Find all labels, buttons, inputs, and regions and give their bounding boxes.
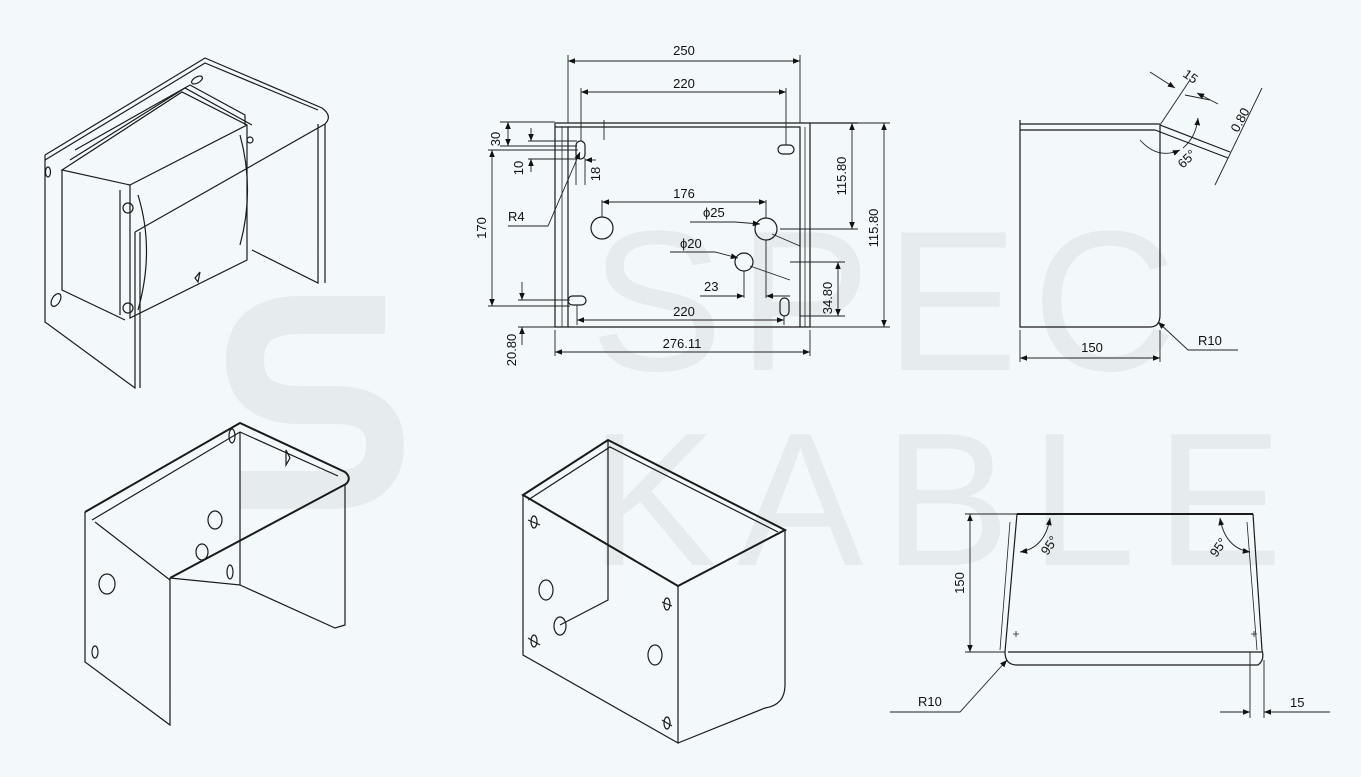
watermark-logo-icon bbox=[225, 296, 405, 509]
front-view: 250 220 30 10 18 R4 170 176 ϕ25 bbox=[474, 43, 890, 366]
side-flange: 15 bbox=[1180, 66, 1200, 87]
dim-top-slot-spacing: 220 bbox=[673, 76, 695, 91]
dim-hole-offset: 23 bbox=[704, 279, 718, 294]
bottom-flange: 15 bbox=[1290, 695, 1304, 710]
dim-top-offset: 30 bbox=[488, 132, 503, 146]
iso-view-shelf-right bbox=[521, 438, 788, 745]
watermark-spec: SPEC bbox=[590, 190, 1191, 413]
watermark: SPEC KABLE bbox=[225, 190, 1303, 606]
watermark-kable: KABLE bbox=[590, 394, 1303, 606]
side-angle: 65° bbox=[1175, 147, 1200, 172]
bottom-bend-radius: R10 bbox=[918, 694, 942, 709]
dim-right-total: 115.80 bbox=[866, 209, 881, 248]
dim-slot-radius: R4 bbox=[508, 209, 525, 224]
bottom-view: 95° 95° 150 R10 15 bbox=[890, 513, 1330, 718]
dim-overall-width: 250 bbox=[673, 43, 695, 58]
iso-view-shelf-left bbox=[84, 421, 350, 727]
iso-view-enclosure-assembled bbox=[44, 57, 329, 390]
dim-slot-width: 18 bbox=[588, 167, 603, 181]
dim-hole-small: ϕ20 bbox=[680, 236, 702, 251]
bottom-height: 150 bbox=[952, 572, 967, 594]
dim-bottom-slot-spacing: 220 bbox=[673, 304, 695, 319]
slot-bottom-left-icon bbox=[567, 295, 587, 306]
side-depth: 150 bbox=[1081, 340, 1103, 355]
slot-top-right-icon bbox=[777, 144, 795, 155]
slot-bottom-right-icon bbox=[779, 297, 790, 317]
dim-bottom-offset-left: 20.80 bbox=[504, 334, 519, 367]
dim-vertical-span: 170 bbox=[474, 217, 489, 239]
dim-bottom-offset-right: 34.80 bbox=[820, 282, 835, 315]
dim-hole-large: ϕ25 bbox=[703, 205, 725, 220]
dim-hole-spacing: 176 bbox=[673, 186, 695, 201]
dim-slot-height: 10 bbox=[511, 161, 526, 175]
side-bend-radius: R10 bbox=[1198, 333, 1222, 348]
dim-flat-width: 276.11 bbox=[663, 336, 702, 351]
dim-right-upper: 115.80 bbox=[834, 157, 849, 196]
side-thickness: 0.80 bbox=[1227, 105, 1252, 134]
